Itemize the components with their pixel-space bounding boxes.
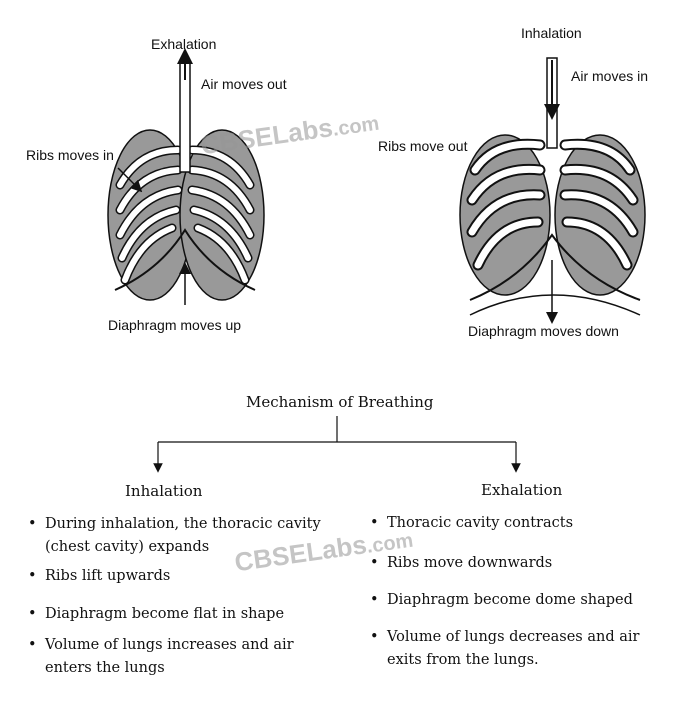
ribs-move-out-label: Ribs move out <box>378 138 468 154</box>
exhalation-heading: Exhalation <box>481 481 563 499</box>
exhalation-title: Exhalation <box>151 36 217 52</box>
inhalation-point: •During inhalation, the thoracic cavity … <box>28 516 321 555</box>
air-moves-in-label: Air moves in <box>571 68 649 84</box>
flowchart-title: Mechanism of Breathing <box>246 393 434 411</box>
diaphragm-moves-down-label: Diaphragm moves down <box>468 323 619 339</box>
exhalation-point: •Volume of lungs decreases and air exits… <box>370 629 640 668</box>
diaphragm-moves-up-label: Diaphragm moves up <box>108 317 242 333</box>
flowchart-connectors <box>153 416 521 473</box>
ribs-moves-in-label: Ribs moves in <box>26 147 114 163</box>
inhalation-ribcage <box>459 57 646 324</box>
exhalation-point: •Thoracic cavity contracts <box>370 515 574 531</box>
air-moves-out-label: Air moves out <box>201 76 287 92</box>
inhalation-point: •Diaphragm become flat in shape <box>28 606 285 622</box>
exhalation-ribcage <box>107 48 265 305</box>
inhalation-title: Inhalation <box>521 25 582 41</box>
inhalation-heading: Inhalation <box>125 482 203 500</box>
inhalation-point: •Ribs lift upwards <box>28 568 171 584</box>
exhalation-point: •Diaphragm become dome shaped <box>370 592 633 608</box>
exhalation-point: •Ribs move downwards <box>370 555 553 571</box>
inhalation-point: •Volume of lungs increases and air enter… <box>28 637 294 676</box>
